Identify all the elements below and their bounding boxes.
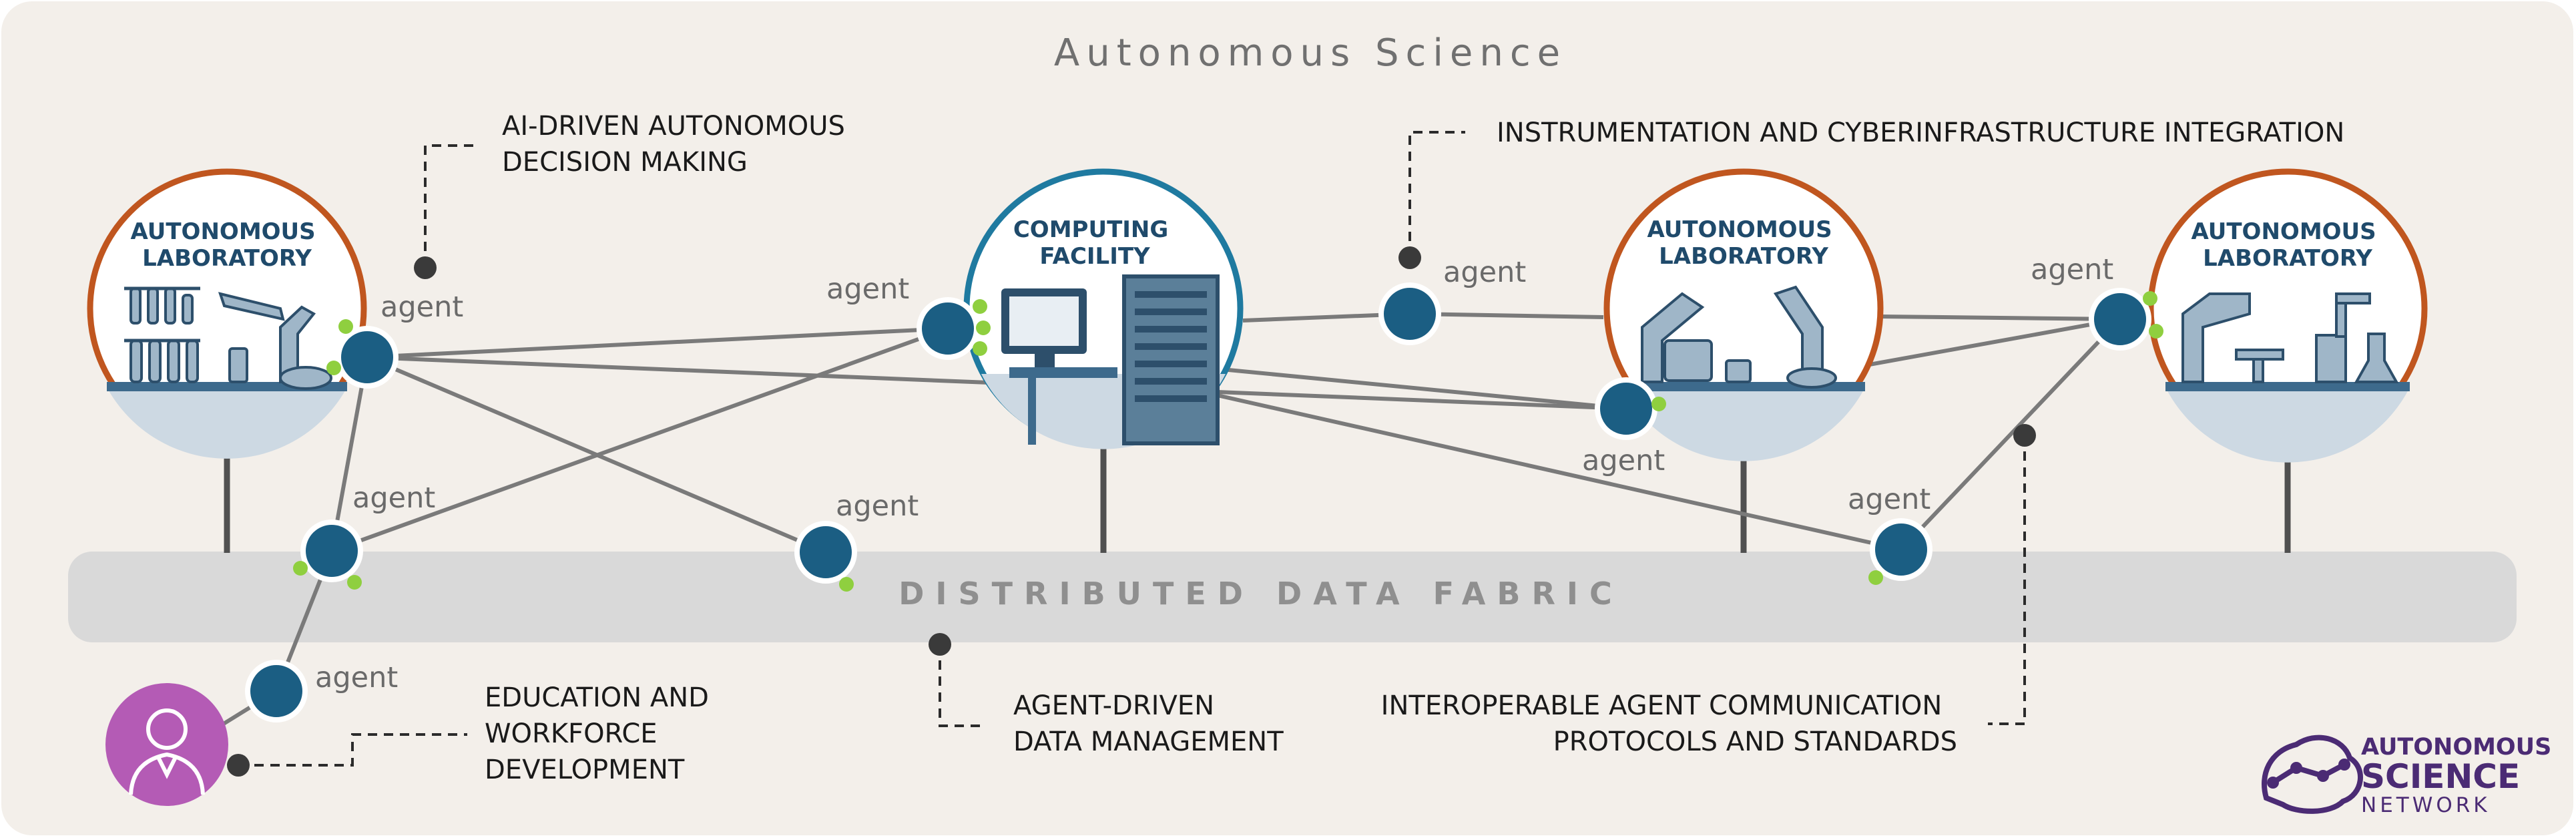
agent-status-dot xyxy=(338,319,353,334)
autonomous-science-network-logo: AUTONOMOUS SCIENCE NETWORK xyxy=(2262,734,2551,817)
server-rack-icon xyxy=(981,274,1226,449)
leader-ai-decision xyxy=(424,144,477,267)
robotic-arms-icon xyxy=(1622,285,1865,461)
agent-status-dot xyxy=(2149,324,2163,339)
agent-node-7[interactable]: agent xyxy=(1378,256,1526,345)
network-brain-icon xyxy=(2262,735,2363,814)
agent-label: agent xyxy=(380,290,463,324)
callout-instrumentation: INSTRUMENTATION AND CYBERINFRASTRUCTURE … xyxy=(1497,118,2344,148)
agent-node-3[interactable]: agent xyxy=(293,481,435,590)
site-label: AUTONOMOUS LABORATORY xyxy=(130,218,323,272)
site-label: COMPUTING FACILITY xyxy=(1013,216,1176,270)
agent-status-dot xyxy=(1651,397,1666,411)
agent-status-dot xyxy=(326,361,341,375)
agent-label: agent xyxy=(1848,483,1930,516)
agent-status-dot xyxy=(2143,291,2157,306)
logo-line3: NETWORK xyxy=(2361,793,2491,817)
agent-label: agent xyxy=(1443,256,1526,289)
callout-ai-decision: AI-DRIVEN AUTONOMOUS DECISION MAKING xyxy=(502,111,854,178)
link-a3-a2 xyxy=(330,327,949,553)
agent-status-dot xyxy=(973,299,987,314)
scientist-icon xyxy=(105,683,228,806)
leader-education xyxy=(238,733,467,767)
leader-protocols xyxy=(1988,435,2026,725)
site-posts xyxy=(224,446,2291,553)
agent-status-dot xyxy=(1868,570,1883,585)
link-a1-a2 xyxy=(366,327,949,359)
agent-node-2[interactable]: agent xyxy=(826,272,991,360)
callout-leaders xyxy=(238,131,2026,767)
logo-line1: AUTONOMOUS xyxy=(2361,734,2551,761)
callout-data-management: AGENT-DRIVEN DATA MANAGEMENT xyxy=(1013,690,1284,757)
agent-label: agent xyxy=(352,481,435,515)
leader-data-management xyxy=(939,644,987,727)
lab-bench-icon xyxy=(2165,292,2410,463)
site-autonomous-laboratory-2: AUTONOMOUS LABORATORY xyxy=(1603,168,1884,461)
logo-line2: SCIENCE xyxy=(2361,757,2520,796)
site-autonomous-laboratory-1: AUTONOMOUS LABORATORY xyxy=(87,168,367,459)
agent-node-4[interactable]: agent xyxy=(794,489,919,592)
agent-node-5[interactable]: agent xyxy=(245,660,398,722)
link-a9-a8 xyxy=(1899,317,2122,552)
leader-instrumentation xyxy=(1408,131,1465,257)
agent-status-dot xyxy=(293,561,308,576)
agent-label: agent xyxy=(2031,253,2113,286)
agent-node-1[interactable]: agent xyxy=(326,290,463,389)
link-a7-lab2 xyxy=(1409,312,1604,319)
anchor-education xyxy=(227,754,250,777)
callout-education: EDUCATION AND WORKFORCE DEVELOPMENT xyxy=(485,682,718,785)
agent-label: agent xyxy=(826,272,909,306)
agent-label: agent xyxy=(315,661,398,694)
agent-status-dot xyxy=(976,321,991,335)
agent-label: agent xyxy=(1582,444,1665,477)
link-computing-a9 xyxy=(1205,391,1902,552)
agent-node-6[interactable]: agent xyxy=(1582,377,1666,477)
anchor-instrumentation xyxy=(1398,246,1421,269)
site-label: AUTONOMOUS LABORATORY xyxy=(1647,216,1840,270)
agent-node-8[interactable]: agent xyxy=(2031,253,2163,351)
agent-status-dot xyxy=(839,577,854,592)
link-a1-a3 xyxy=(330,357,369,552)
callout-protocols: INTEROPERABLE AGENT COMMUNICATION PROTOC… xyxy=(1381,690,1957,757)
lab-equipment-icon xyxy=(107,286,347,459)
site-autonomous-laboratory-3: AUTONOMOUS LABORATORY xyxy=(2147,168,2428,463)
diagram-title: Autonomous Science xyxy=(1054,31,1567,75)
link-lab2-a8 xyxy=(1880,315,2121,321)
link-computing-a6 xyxy=(1221,367,1627,411)
anchor-protocols xyxy=(2013,424,2036,447)
agent-status-dot xyxy=(973,341,987,356)
agent-node-9[interactable]: agent xyxy=(1848,483,1933,585)
anchor-data-management xyxy=(929,633,951,656)
agent-label: agent xyxy=(836,489,919,523)
site-computing-facility: COMPUTING FACILITY xyxy=(963,168,1244,449)
site-label: AUTONOMOUS LABORATORY xyxy=(2191,218,2384,272)
agent-status-dot xyxy=(347,575,362,590)
anchor-ai-decision xyxy=(414,256,437,279)
data-fabric-label: DISTRIBUTED DATA FABRIC xyxy=(898,576,1623,612)
callout-anchor-dots xyxy=(227,246,2036,777)
